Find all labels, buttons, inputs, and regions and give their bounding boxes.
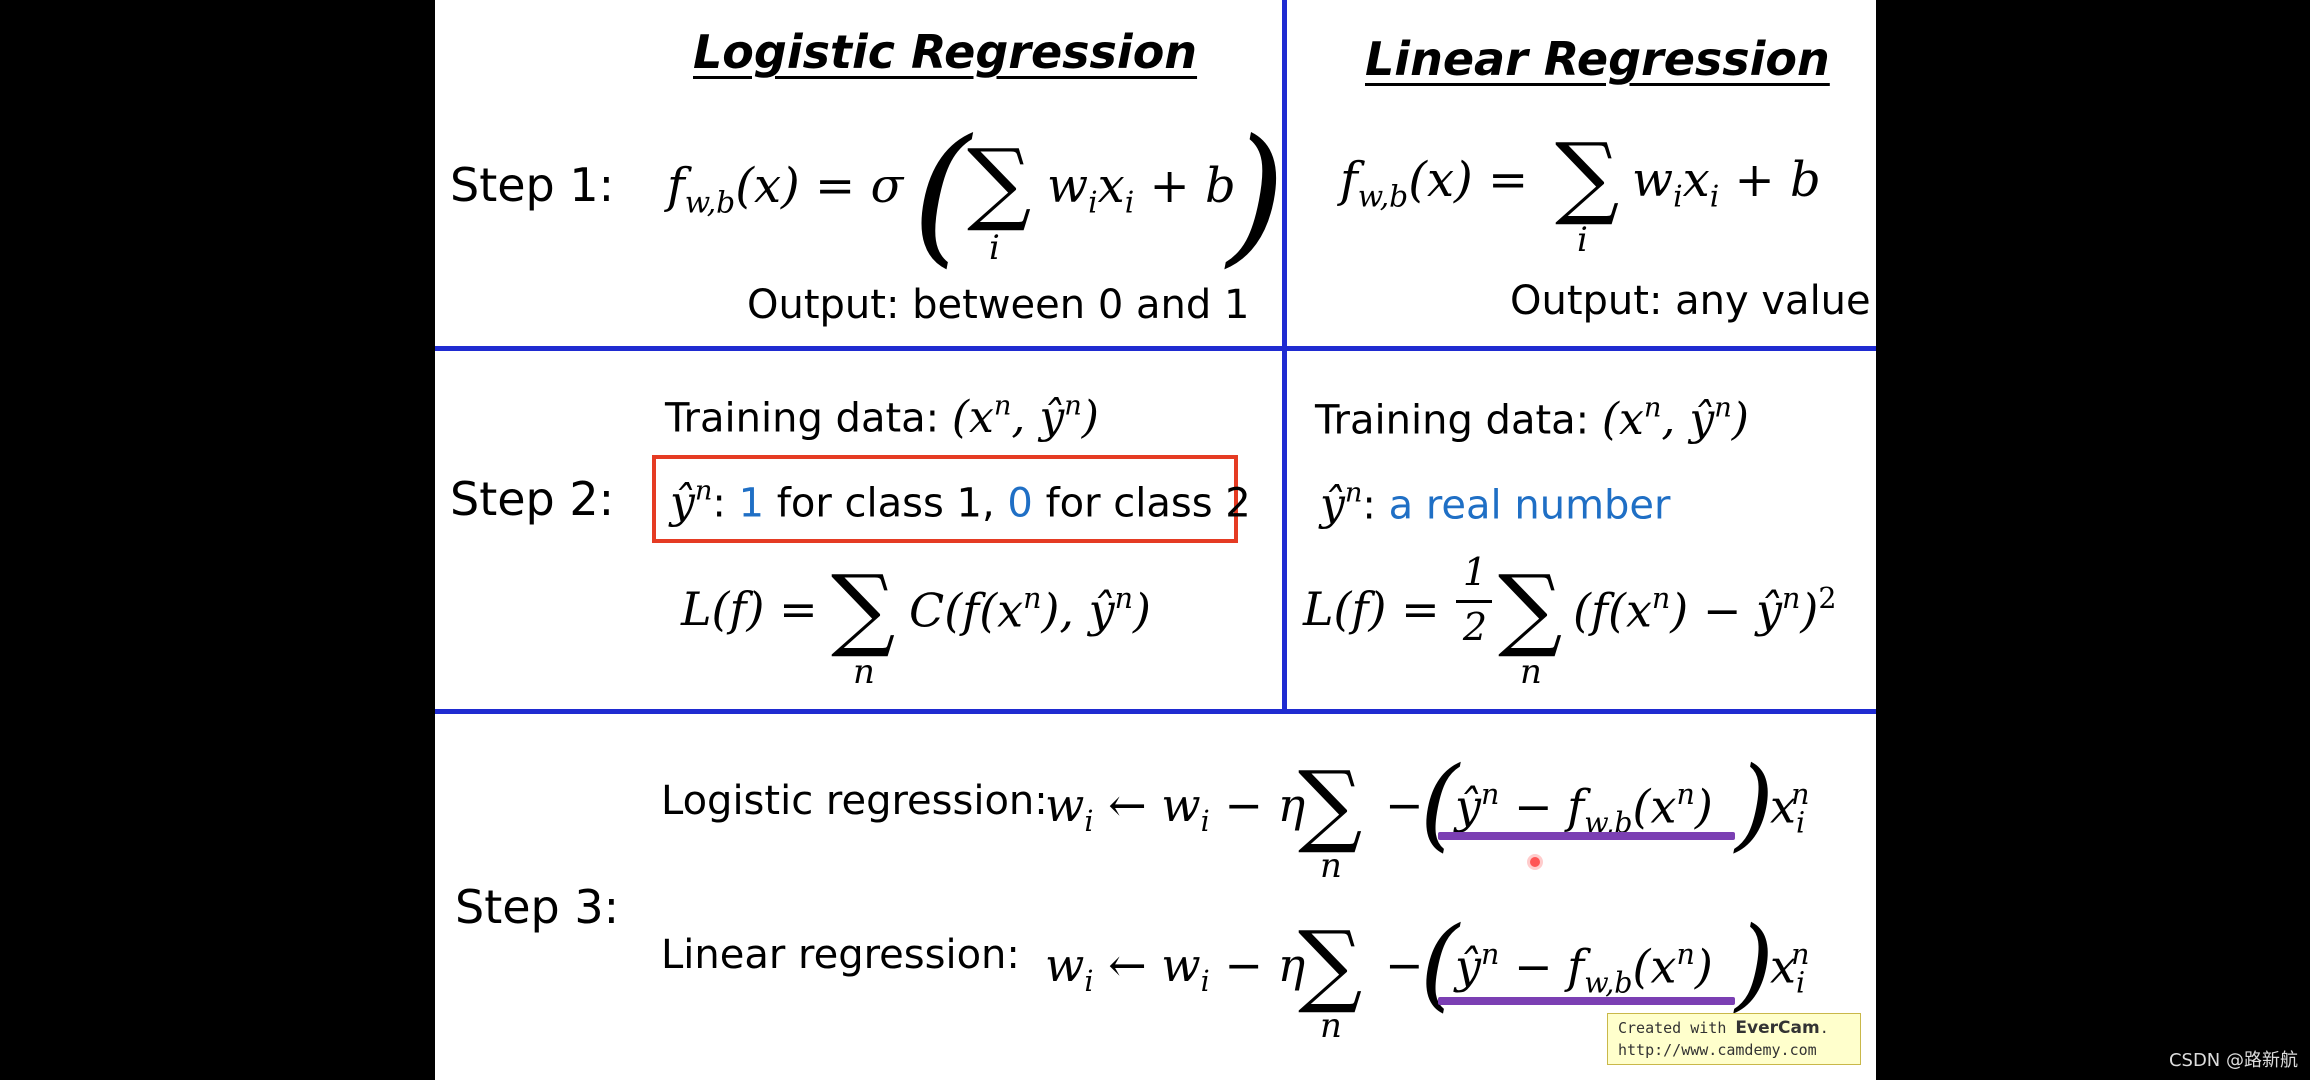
step2-logistic-label-line: ŷn: 1 for class 1, 0 for class 2 <box>670 475 1251 528</box>
watermark-text: Created with <box>1618 1019 1736 1037</box>
class1-value: 1 <box>738 480 765 527</box>
watermark-brand: EverCam <box>1735 1018 1820 1038</box>
step3-logistic-label: Logistic regression: <box>661 778 1048 824</box>
real-number-text: a real number <box>1388 482 1671 529</box>
vertical-divider <box>1282 0 1287 712</box>
class2-text: for class 2 <box>1032 480 1251 527</box>
slide: Logistic Regression Linear Regression St… <box>435 0 1876 1080</box>
training-label-right: Training data: <box>1315 397 1590 444</box>
step1-label: Step 1: <box>450 158 615 212</box>
class1-text: for class 1, <box>764 480 1008 527</box>
step2-logistic-training: Training data: (xn, ŷn) <box>665 390 1099 443</box>
mouse-cursor <box>1527 854 1543 870</box>
watermark-url: http://www.camdemy.com <box>1618 1041 1817 1059</box>
step2-linear-label-line: ŷn: a real number <box>1320 477 1671 530</box>
step3-linear-label: Linear regression: <box>661 932 1020 978</box>
training-label: Training data: <box>665 395 940 442</box>
step2-linear-training: Training data: (xn, ŷn) <box>1315 392 1749 445</box>
header-logistic: Logistic Regression <box>693 25 1198 79</box>
watermark-dot: . <box>1819 1019 1829 1037</box>
step3-label: Step 3: <box>455 880 620 934</box>
logistic-update-underline <box>1438 832 1735 840</box>
linear-update-underline <box>1438 997 1735 1005</box>
csdn-credit: CSDN @路新航 <box>2168 1050 2298 1071</box>
evercam-watermark: Created with EverCam. http://www.camdemy… <box>1607 1013 1861 1065</box>
step1-logistic-output: Output: between 0 and 1 <box>747 282 1250 328</box>
header-linear: Linear Regression <box>1365 32 1830 86</box>
step1-linear-output: Output: any value <box>1510 278 1871 324</box>
horizontal-divider-2 <box>435 709 1876 714</box>
step2-label: Step 2: <box>450 472 615 526</box>
horizontal-divider-1 <box>435 346 1876 351</box>
class2-value: 0 <box>1007 480 1033 527</box>
highlight-box <box>652 455 1238 543</box>
